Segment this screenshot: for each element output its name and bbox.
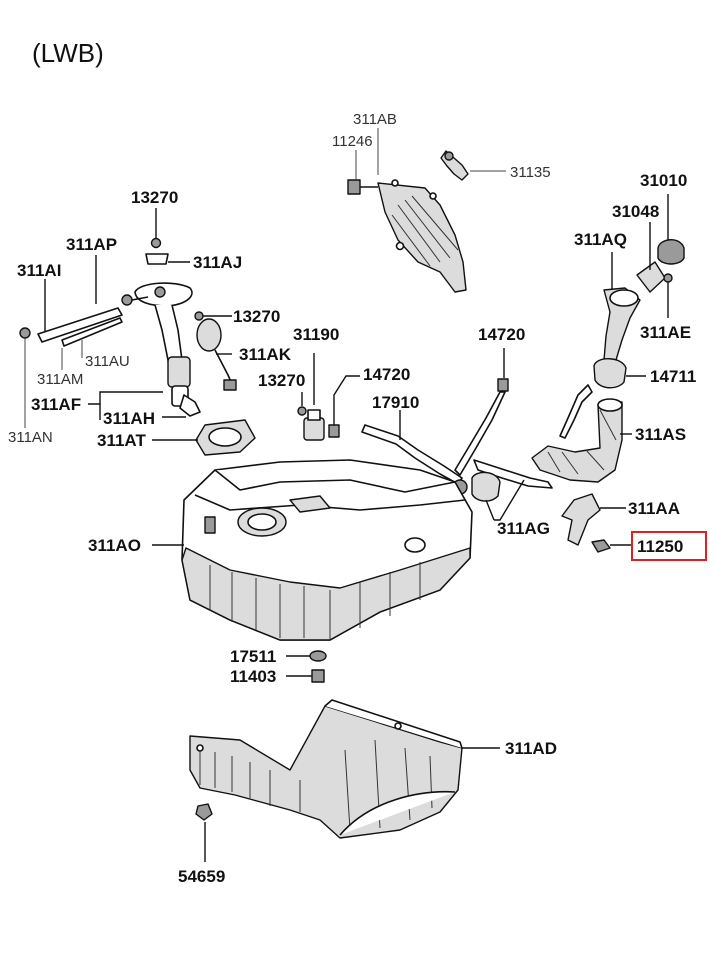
skid-plate-311AD xyxy=(189,699,500,839)
clip-14720-b xyxy=(328,375,360,438)
label-311AG: 311AG xyxy=(497,519,550,538)
nut-54659 xyxy=(195,803,213,862)
clip-13270-c xyxy=(297,392,307,416)
label-31135: 31135 xyxy=(510,164,551,181)
label-11246: 11246 xyxy=(332,133,373,150)
clip-13270-mid xyxy=(194,311,204,321)
filler-cap-31010 xyxy=(657,194,685,265)
label-311AD: 311AD xyxy=(505,739,557,758)
label-311AS: 311AS xyxy=(635,425,686,444)
heat-shield-bracket xyxy=(377,179,467,293)
screw-311AE xyxy=(663,273,673,283)
label-311AT: 311AT xyxy=(97,431,146,450)
bolt-11250 xyxy=(591,539,632,553)
clamp-311AG xyxy=(471,471,525,521)
label-311AF: 311AF xyxy=(31,395,81,414)
label-11250: 11250 xyxy=(637,537,683,556)
vent-valve-31190 xyxy=(303,353,325,441)
label-311AI: 311AI xyxy=(17,261,61,280)
label-13270-mid: 13270 xyxy=(233,307,280,326)
clamp-14711 xyxy=(593,358,646,389)
label-311AH: 311AH xyxy=(103,409,155,428)
vent-hose-17910 xyxy=(361,348,509,495)
label-54659: 54659 xyxy=(178,867,225,886)
label-311AE: 311AE xyxy=(640,323,691,342)
label-17910: 17910 xyxy=(372,393,419,412)
label-311AN: 311AN xyxy=(8,429,53,446)
filler-neck-311AQ xyxy=(603,252,641,361)
gasket-311AT xyxy=(195,419,256,456)
label-13270-top: 13270 xyxy=(131,188,178,207)
label-311AQ: 311AQ xyxy=(574,230,627,249)
label-311AU: 311AU xyxy=(85,353,130,370)
fuel-hose-311AP xyxy=(19,307,123,347)
label-311AO: 311AO xyxy=(88,536,141,555)
label-31010: 31010 xyxy=(640,171,687,190)
clip-13270-top xyxy=(145,237,169,265)
fuel-pump-assembly xyxy=(121,282,201,417)
bolt-11246 xyxy=(347,179,378,195)
label-17511: 17511 xyxy=(230,647,276,666)
fitting-31135 xyxy=(440,150,469,181)
label-311AJ: 311AJ xyxy=(193,253,242,272)
label-311AK: 311AK xyxy=(239,345,292,364)
fuel-tank-311AO xyxy=(152,459,473,641)
highlight-box-11250 xyxy=(631,531,707,561)
label-11403: 11403 xyxy=(230,667,276,686)
label-311AB: 311AB xyxy=(353,111,397,128)
label-14720-mid: 14720 xyxy=(363,365,410,384)
label-14711: 14711 xyxy=(650,367,696,386)
label-31190: 31190 xyxy=(293,325,339,344)
label-311AA: 311AA xyxy=(628,499,680,518)
float-311AK xyxy=(196,318,237,391)
drain-plug xyxy=(286,650,327,683)
label-13270-c: 13270 xyxy=(258,371,305,390)
label-14720-top: 14720 xyxy=(478,325,525,344)
leader-311AF xyxy=(88,391,163,405)
bracket-311AA xyxy=(561,493,626,546)
breather-pipe xyxy=(473,384,593,489)
diagram-title: (LWB) xyxy=(32,38,104,68)
label-311AM: 311AM xyxy=(37,371,83,388)
filler-hose-311AS xyxy=(531,398,632,483)
label-31048: 31048 xyxy=(612,202,659,221)
label-311AP: 311AP xyxy=(66,235,117,254)
